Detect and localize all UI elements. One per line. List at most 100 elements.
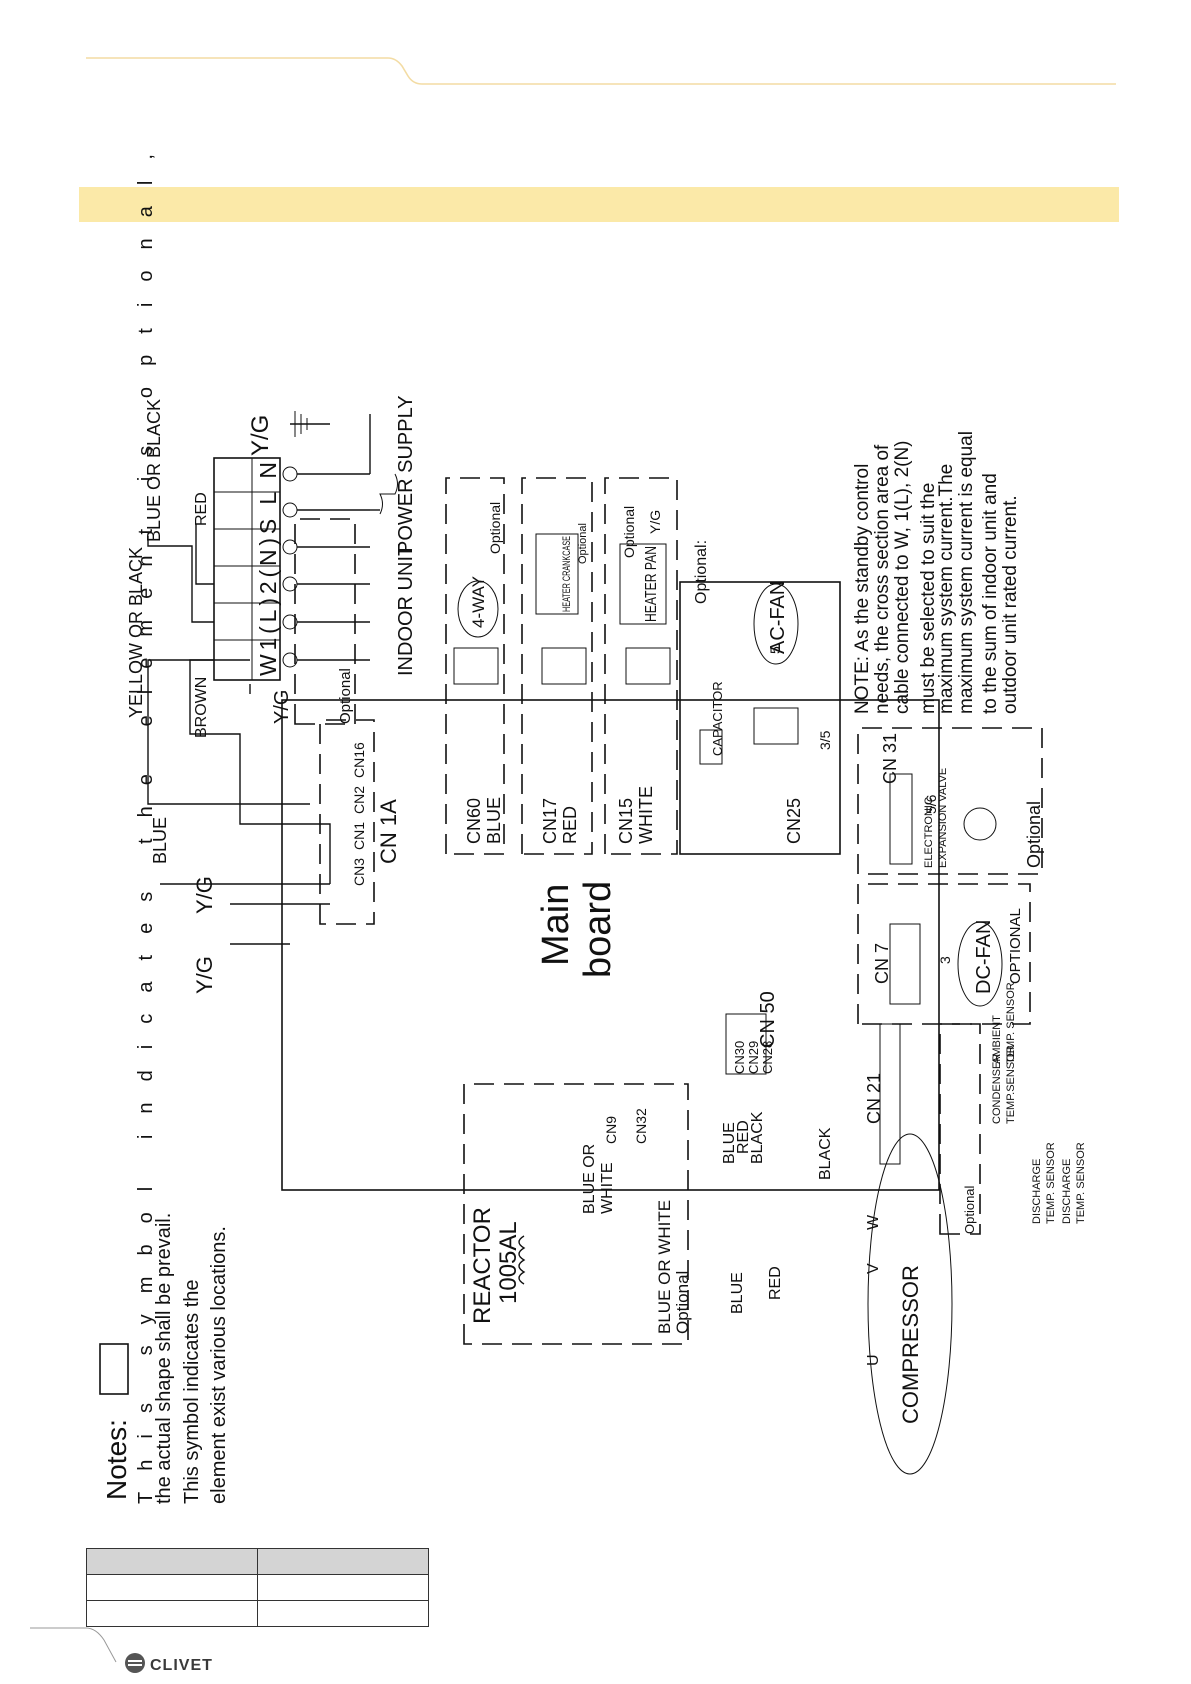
relay-pan-label: HEATER PAN: [643, 546, 660, 622]
note-line2: needs, the cross section area of: [872, 444, 893, 714]
header-accent-line: [86, 57, 1116, 85]
table-row: [86, 1600, 429, 1627]
header-band: [79, 187, 1119, 222]
notes-title: Notes:: [101, 1419, 132, 1500]
clivet-logo: CLIVET: [125, 1653, 213, 1674]
reactor-bow1: BLUE OR: [581, 1144, 598, 1214]
reactor-name1: REACTOR: [469, 1207, 496, 1324]
terminal-ground-label: Y/G: [247, 415, 274, 456]
note-line1: NOTE: As the standby control: [852, 464, 873, 714]
sensor-ambient1: AMBIENT: [991, 1015, 1003, 1064]
sensor-cond1: CONDENSER: [991, 1054, 1003, 1124]
cn50-wire-blue: BLUE: [721, 1122, 738, 1164]
exv-block: CN 31 5/6 ELECTRONIC EXPANSION VALVE Opt…: [857, 727, 1044, 875]
cn32-label: CN32: [633, 1108, 649, 1144]
acfan-optional: Optional:: [693, 540, 710, 604]
compressor-v: V: [865, 1263, 882, 1274]
sensor-dis4: TEMP. SENSOR: [1075, 1142, 1087, 1224]
compressor-blue: BLUE: [729, 1272, 746, 1314]
notes-line2: the actual shape shall be prevail.: [153, 1213, 175, 1504]
table-row: [86, 1574, 429, 1601]
cn31-label: CN 31: [880, 733, 900, 784]
cn21-label: CN 21: [864, 1073, 884, 1124]
wire-yg-2: Y/G: [192, 876, 217, 914]
wiring-diagram: Notes: This symbol indicates the element…: [99, 154, 1087, 1504]
note-line7: to the sum of indoor unit and: [980, 473, 1001, 714]
cn50-wire-red: RED: [735, 1120, 752, 1154]
indoor-unit-label: INDOOR UNIT: [395, 544, 417, 676]
exv-optional: Optional: [1024, 801, 1044, 868]
exv-n56: 5/6: [923, 794, 939, 814]
wire-brown: BROWN: [193, 677, 210, 738]
acfan-n35: 3/5: [817, 730, 833, 750]
cn7-label: CN 7: [872, 943, 892, 984]
cn1a-title: CN 1A: [376, 799, 401, 864]
exv-label1: ELECTRONIC: [923, 797, 935, 868]
relay-crankcase-label: HEATER CRANKCASE: [561, 536, 573, 612]
optional-symbol-sample: [99, 1343, 129, 1395]
standby-note: NOTE: As the standby control needs, the …: [852, 431, 1021, 714]
notes-line3: This symbol indicates the: [181, 1279, 203, 1504]
relay-crankcase: HEATER CRANKCASE Optional CN17 RED: [521, 477, 593, 855]
reactor-bow3: BLUE OR WHITE: [655, 1200, 674, 1334]
wire-blue-or-black: BLUE OR BLACK: [144, 399, 164, 542]
revision-table: [86, 1548, 429, 1627]
notes-line4: element exist various locations.: [208, 1226, 230, 1504]
compressor-black: BLACK: [817, 1127, 834, 1180]
dcfan-optional: OPTIONAL: [1007, 908, 1024, 984]
relay-4way-label: 4-WAY: [469, 576, 488, 628]
relay-heater-pan: HEATER PAN Optional Y/G CN15 WHITE: [604, 477, 678, 855]
cn28-label: CN28: [760, 1041, 775, 1074]
cn1a-pin-cn16: CN16: [351, 742, 367, 778]
mainboard-label: Main board: [535, 881, 619, 978]
relay-pan-yg: Y/G: [647, 510, 663, 534]
cn9-label: CN9: [603, 1116, 619, 1144]
dcfan-name: DC-FAN: [973, 920, 995, 994]
sensor-ambient2: TEMP. SENSOR: [1005, 982, 1017, 1064]
wire-red: RED: [193, 492, 210, 526]
terminal-block: W1(L)2(N)S L N Y/G INDOOR UNIT POWER SUP…: [213, 395, 417, 725]
note-line6: maximum system current is equal: [956, 431, 977, 714]
cn30-label: CN30: [732, 1041, 747, 1074]
clivet-logo-text: CLIVET: [150, 1657, 213, 1674]
sensor-dis3: DISCHARGE: [1061, 1159, 1073, 1224]
cn50-label: CN 50: [757, 991, 779, 1048]
footer-accent-line: [30, 1627, 117, 1663]
relay-crankcase-optional: Optional: [577, 523, 589, 564]
note-line8: outdoor unit rated current.: [1000, 495, 1021, 714]
wire-yellow-or-black: YELLOW OR BLACK: [126, 547, 146, 718]
sensor-optional: Optional: [962, 1185, 977, 1234]
cn1a-pin-cn1: CN1: [351, 822, 367, 850]
dcfan-n3: 3: [937, 956, 953, 964]
compressor-w: W: [865, 1214, 882, 1230]
note-line4: must be selected to suit the: [918, 483, 939, 714]
exv-label2: EXPANSION VALVE: [937, 768, 949, 868]
mainboard-outline: [281, 699, 940, 1191]
relay-pan-optional: Optional: [621, 506, 637, 558]
power-supply-label: POWER SUPPLY: [395, 395, 417, 554]
cn1a-block: CN 1A CN16 CN2 CN1 CN3: [319, 719, 401, 925]
cn50-block: CN 50 CN30 CN29 CN28 CN9 CN32: [603, 991, 779, 1144]
wire-blue: BLUE: [150, 817, 170, 864]
acfan-name: AC-FAN: [767, 581, 789, 654]
acfan-capacitor: CAPACITOR: [710, 681, 725, 756]
cn29-label: CN29: [746, 1041, 761, 1074]
cn60-label: CN60: [464, 798, 484, 844]
sensor-dis2: TEMP. SENSOR: [1045, 1142, 1057, 1224]
acfan-block: Optional: AC-FAN CAPACITOR 5 3/5 CN25: [679, 540, 841, 855]
power-wires: [147, 524, 331, 945]
note-line3: cable connected to W, 1(L), 2(N): [892, 440, 913, 714]
acfan-n5: 5: [767, 646, 783, 654]
dcfan-block: CN 7 3 DC-FAN OPTIONAL: [857, 883, 1031, 1025]
cn60-color: BLUE: [484, 797, 504, 844]
terminal-labels: W1(L)2(N)S L N: [255, 462, 281, 676]
compressor-name: COMPRESSOR: [898, 1265, 923, 1424]
sensor-dis1: DISCHARGE: [1031, 1159, 1043, 1224]
cn17-label: CN17: [540, 798, 560, 844]
compressor-red: RED: [767, 1266, 784, 1300]
cn1a-pin-cn2: CN2: [351, 786, 367, 814]
clivet-logo-icon: [125, 1653, 145, 1673]
sensor-block: CN 21 AMBIENT TEMP. SENSOR CONDENSER TEM…: [864, 982, 1087, 1235]
cn15-label: CN15: [616, 798, 636, 844]
